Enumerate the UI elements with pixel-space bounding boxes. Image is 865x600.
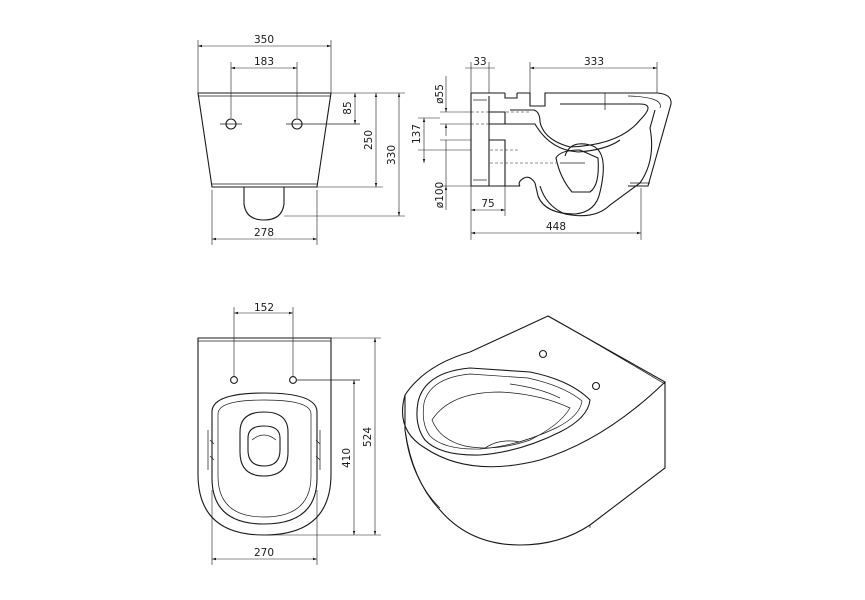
plan-hole-right bbox=[289, 376, 297, 384]
dim-plan-width: 270 bbox=[254, 547, 274, 559]
dim-plan-hole-depth: 410 bbox=[341, 448, 353, 468]
dim-front-width: 350 bbox=[254, 34, 274, 46]
dim-front-hole-height: 85 bbox=[342, 101, 354, 114]
dim-side-bowl-length: 333 bbox=[584, 56, 604, 68]
dim-side-top-offset: 33 bbox=[473, 56, 486, 68]
iso-hole-left bbox=[538, 349, 548, 359]
dim-side-inlet-diameter: ø55 bbox=[434, 84, 446, 104]
dim-front-total-height: 330 bbox=[386, 145, 398, 165]
dim-plan-hole-spacing: 152 bbox=[254, 302, 274, 314]
dim-side-outlet-offset: 75 bbox=[481, 198, 494, 210]
dim-side-total-depth: 448 bbox=[546, 221, 566, 233]
dim-front-hole-spacing: 183 bbox=[254, 56, 274, 68]
plan-view-dimensions: 152 410 524 270 bbox=[211, 302, 381, 565]
dim-plan-total-length: 524 bbox=[362, 427, 374, 447]
side-section-dimensions: 33 333 ø55 137 ø100 75 448 bbox=[411, 56, 658, 240]
plan-view bbox=[197, 337, 360, 536]
dim-front-base-width: 278 bbox=[254, 227, 274, 239]
dim-front-height: 250 bbox=[363, 130, 375, 150]
isometric-view bbox=[401, 315, 666, 546]
side-section-view bbox=[470, 92, 672, 217]
front-view bbox=[197, 92, 360, 221]
plan-hole-left bbox=[230, 376, 238, 384]
dim-side-inlet-to-outlet: 137 bbox=[411, 124, 423, 144]
front-view-dimensions: 350 183 85 250 330 278 bbox=[197, 34, 405, 245]
dim-side-outlet-diameter: ø100 bbox=[434, 182, 446, 208]
iso-hole-right bbox=[591, 381, 601, 391]
